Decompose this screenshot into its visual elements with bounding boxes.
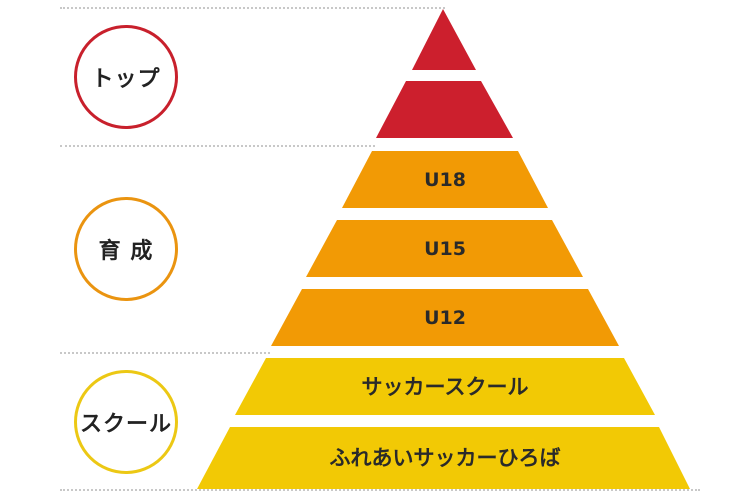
pyramid-layer-1 [412, 9, 476, 70]
group-circle-school: スクール [74, 370, 178, 474]
group-circle-top: トップ [74, 25, 178, 129]
group-label-school: スクール [79, 412, 172, 437]
layer-label-u18: U18 [424, 169, 466, 191]
pyramid-layer-6 [235, 358, 655, 415]
divider-top-ikusei [60, 145, 375, 147]
group-label-top: トップ [91, 67, 161, 92]
layer-label-fureai-hiroba: ふれあいサッカーひろば [330, 446, 561, 470]
divider-ikusei-school [60, 352, 270, 354]
pyramid-layer-4 [306, 220, 583, 277]
group-circle-ikusei: 育 成 [74, 197, 178, 301]
divider-bottom [60, 489, 700, 491]
layer-label-soccer-school: サッカースクール [362, 375, 529, 399]
layer-label-u15: U15 [424, 238, 466, 260]
divider-top [60, 7, 445, 9]
pyramid-layer-3 [342, 151, 548, 208]
pyramid-layer-2 [376, 81, 513, 138]
group-label-ikusei: 育 成 [98, 239, 154, 264]
pyramid-layer-7 [197, 427, 690, 489]
pyramid-layer-5 [271, 289, 619, 346]
layer-label-u12: U12 [424, 307, 466, 329]
